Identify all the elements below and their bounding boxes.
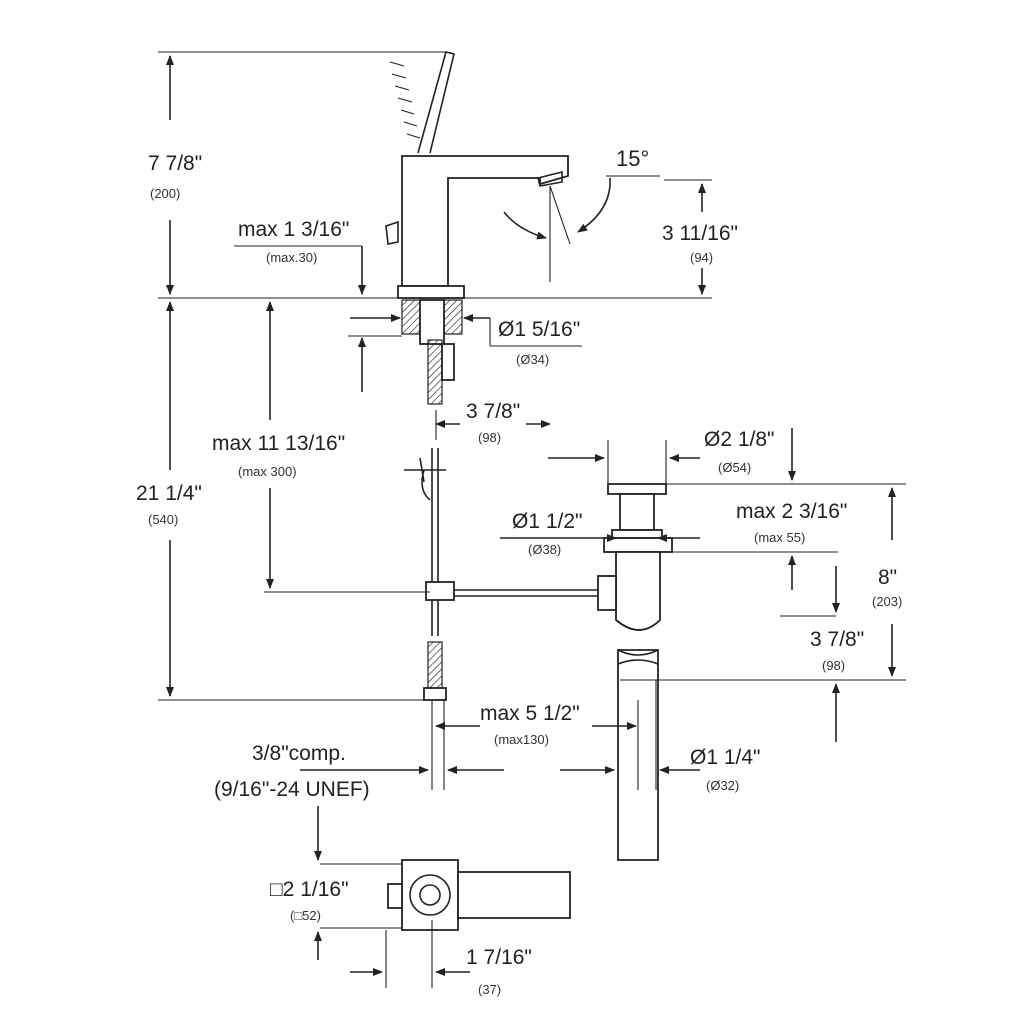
lift-rod-length-metric: (max 300) [238,464,297,479]
mounting-nut [441,343,455,381]
lever-width-metric: (37) [478,982,501,997]
shank-diameter-label: Ø1 5/16" [498,318,580,341]
height-top-label: 7 7/8" [148,152,202,175]
drain-flange-diameter-metric: (Ø54) [718,460,751,475]
faucet-body [385,51,569,405]
lever-motion-marks [389,61,421,139]
shank-diameter-metric: (Ø34) [516,352,549,367]
total-height-label: 21 1/4" [136,482,202,505]
drain-flange [607,483,667,495]
basin-thickness-label: max 2 3/16" [736,500,847,523]
drain-length-metric: (203) [872,594,902,609]
basin-thickness-metric: (max 55) [754,530,805,545]
clevis-strap [425,581,455,601]
spout-reach-label: 3 7/8" [466,400,520,423]
drain-body-upper [619,493,655,531]
drain-length-label: 8" [878,566,897,589]
tail-length-label: 3 7/8" [810,628,864,651]
faucet-top-view [387,859,571,931]
spout-angle-label: 15° [616,146,649,171]
tailpiece-diameter-label: Ø1 1/4" [690,746,761,769]
lever-width-label: 1 7/16" [466,946,532,969]
top-view-knob [387,883,403,909]
faucet-spout [401,155,569,287]
dimension-labels: 7 7/8" (200) max 1 3/16" (max.30) 15° 3 … [136,146,902,997]
shank [419,299,445,345]
drain-body [615,551,661,631]
hose-offset-metric: (max130) [494,732,549,747]
drain-body-diameter-metric: (Ø38) [528,542,561,557]
lever-handle [417,51,455,154]
top-view-cartridge-inner [419,884,441,906]
base-collar [397,285,465,299]
spout-height-metric: (94) [690,250,713,265]
drain-locknut [603,537,673,553]
pivot-nut [597,575,617,611]
aerator [537,170,563,187]
deck-section-left [401,299,421,335]
drain-assembly [597,483,673,861]
top-view-cartridge [409,874,451,916]
hose-offset-label: max 5 1/2" [480,702,580,725]
top-view-base [401,859,459,931]
connection-label-line2: (9/16"-24 UNEF) [214,778,370,801]
tailpiece-diameter-metric: (Ø32) [706,778,739,793]
dimension-lines [158,51,906,988]
tail-length-metric: (98) [822,658,845,673]
deck-section-right [443,299,463,335]
total-height-metric: (540) [148,512,178,527]
hose-nut [423,687,447,701]
tailpiece-break [617,649,659,665]
popup-knob [385,220,399,245]
spout-height-label: 3 11/16" [662,222,738,245]
top-view-spout [457,871,571,919]
deck-thickness-label: max 1 3/16" [238,218,349,241]
height-top-metric: (200) [150,186,180,201]
drain-body-diameter-label: Ø1 1/2" [512,510,583,533]
drain-flange-diameter-label: Ø2 1/8" [704,428,775,451]
connection-label-line1: 3/8"comp. [252,742,346,765]
pop-up-assembly [404,448,600,701]
supply-hose [427,641,443,689]
clevis-clip [404,457,446,501]
base-square-label: □2 1/16" [270,878,349,901]
base-square-metric: (□52) [290,908,321,923]
lift-rod-length-label: max 11 13/16" [212,432,345,455]
drain-gasket [611,529,663,539]
spout-reach-metric: (98) [478,430,501,445]
deck-thickness-metric: (max.30) [266,250,317,265]
threaded-rod [427,339,443,405]
